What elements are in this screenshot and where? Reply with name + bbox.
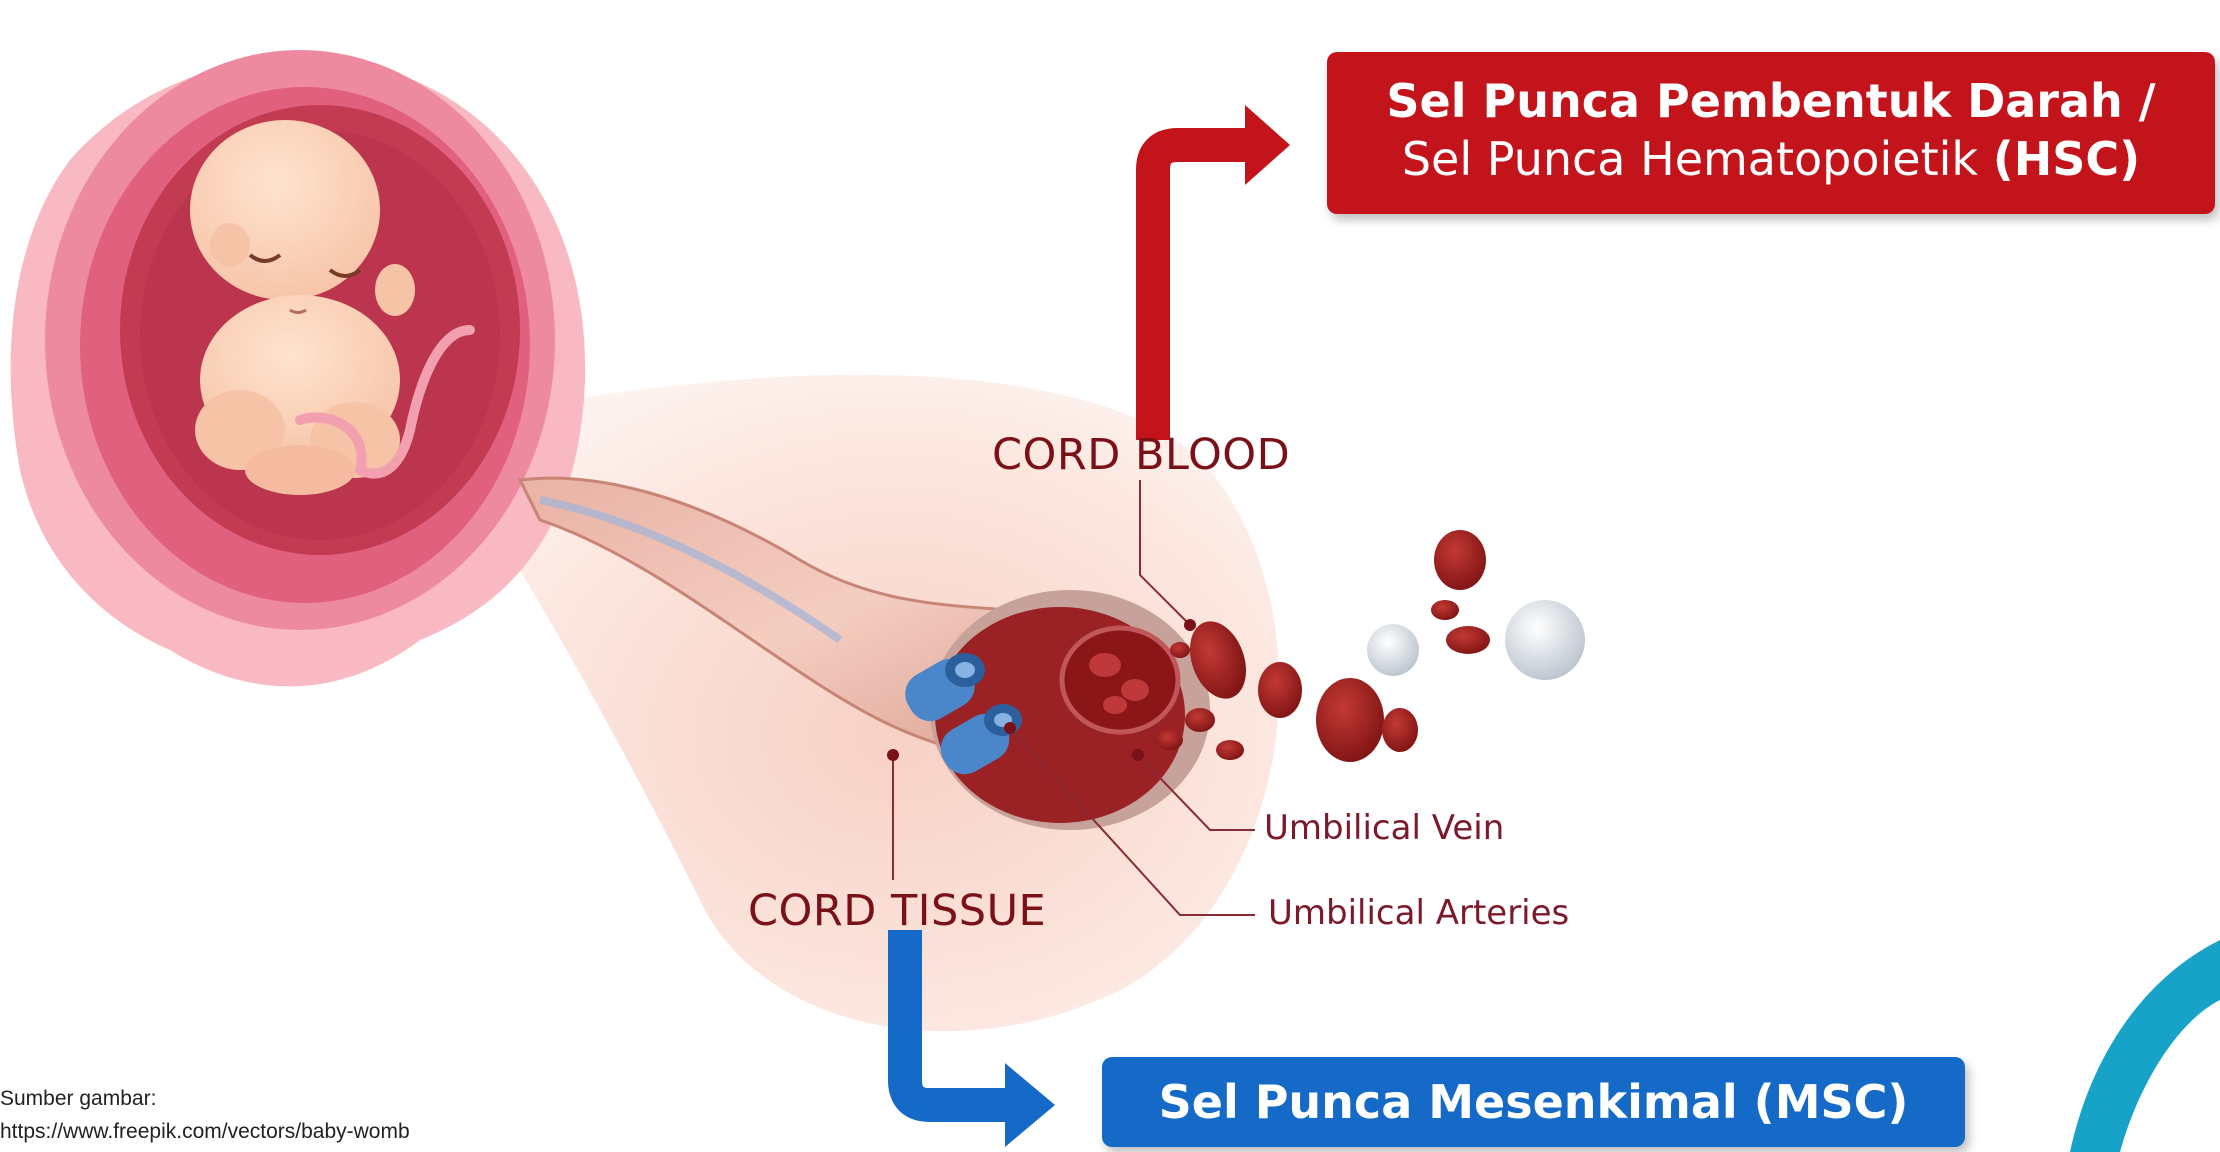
umbilical-vein-label: Umbilical Vein (1264, 808, 1504, 848)
cord-tissue-label: CORD TISSUE (748, 886, 1046, 936)
hsc-box-abbrev: (HSC) (1993, 132, 2140, 186)
msc-box: Sel Punca Mesenkimal (MSC) (1102, 1057, 1965, 1147)
hsc-box-line2-text: Sel Punca Hematopoietik (1402, 132, 1978, 186)
msc-box-label: Sel Punca Mesenkimal (MSC) (1102, 1057, 1965, 1147)
womb-illustration (11, 50, 586, 686)
hsc-box-line1: Sel Punca Pembentuk Darah / (1327, 72, 2215, 130)
image-source-heading: Sumber gambar: (0, 1082, 410, 1115)
hsc-box: Sel Punca Pembentuk Darah / Sel Punca He… (1327, 52, 2215, 214)
decorative-arc (2070, 940, 2220, 1152)
image-source-url: https://www.freepik.com/vectors/baby-wom… (0, 1115, 410, 1148)
umbilical-arteries-label: Umbilical Arteries (1268, 893, 1569, 933)
hsc-box-line2: Sel Punca Hematopoietik (HSC) (1327, 130, 2215, 188)
hsc-arrow (1153, 105, 1290, 440)
cord-blood-label: CORD BLOOD (992, 430, 1290, 480)
image-source: Sumber gambar: https://www.freepik.com/v… (0, 1082, 410, 1148)
